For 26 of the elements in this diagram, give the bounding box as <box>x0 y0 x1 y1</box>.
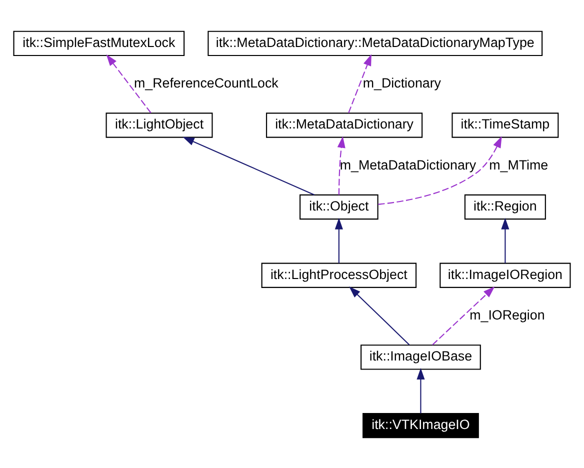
node-box: itk::ImageIORegion <box>440 262 571 288</box>
node-box: itk::LightProcessObject <box>261 262 417 288</box>
node-box: itk::SimpleFastMutexLock <box>13 30 185 56</box>
node-box: itk::MetaDataDictionary::MetaDataDictionaryMapType <box>208 30 543 56</box>
node-box: itk::VTKImageIO <box>362 412 479 438</box>
edge-label: m_MetaDataDictionary <box>340 156 476 172</box>
arrow <box>348 54 372 113</box>
edge-label: m_MTime <box>489 156 548 172</box>
node-box: itk::MetaDataDictionary <box>266 112 423 138</box>
arrow <box>416 367 425 413</box>
node-box: itk::Object <box>300 194 378 220</box>
edge-label: m_IORegion <box>470 307 545 322</box>
node-box: itk::Region <box>464 194 546 220</box>
arrow <box>337 136 346 194</box>
edge-label: m_ReferenceCountLock <box>134 75 278 90</box>
arrow <box>349 286 410 345</box>
arrow <box>106 54 152 113</box>
arrow <box>432 286 495 345</box>
arrow <box>378 136 502 204</box>
arrow <box>501 217 510 263</box>
edge-label: m_Dictionary <box>362 75 442 90</box>
arrow <box>334 217 343 263</box>
node-box: itk::LightObject <box>106 112 213 138</box>
node-box: itk::ImageIOBase <box>360 344 481 370</box>
arrow <box>182 136 315 195</box>
node-box: itk::TimeStamp <box>452 112 559 138</box>
